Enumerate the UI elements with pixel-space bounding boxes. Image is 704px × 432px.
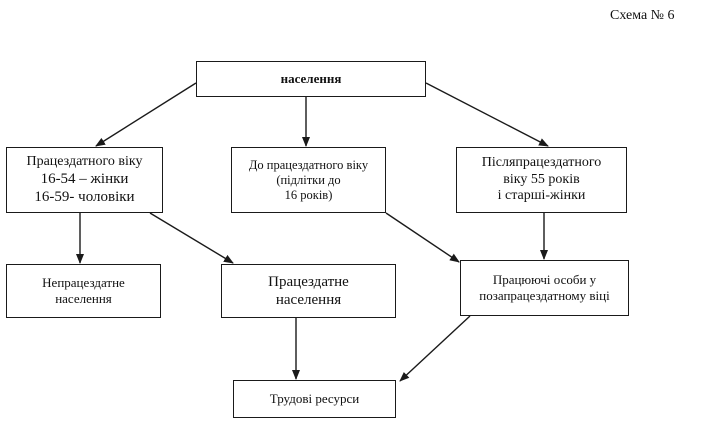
scheme-label: Схема № 6 xyxy=(610,8,675,23)
node-working-older-line-2: позапрацездатному віці xyxy=(479,288,610,303)
node-able-population: Працездатне населення xyxy=(221,264,396,318)
node-labor-resources-line-1: Трудові ресурси xyxy=(269,391,360,407)
node-post-working-age-line-3: і старші-жінки xyxy=(497,188,586,204)
node-working-age-line-3: 16-59- чоловіки xyxy=(34,189,135,206)
node-pre-working-age-line-2: (підлітки до xyxy=(276,172,341,187)
node-population-line-1: населення xyxy=(280,71,342,87)
node-able-population-line-2: населення xyxy=(275,292,342,308)
arrow-pre-to-older xyxy=(385,212,460,263)
node-working-age-line-1: Працездатного віку xyxy=(26,153,143,169)
node-pre-working-age-line-3: 16 років) xyxy=(284,187,333,202)
node-pre-working-age: До працездатного віку (підлітки до 16 ро… xyxy=(231,147,386,213)
node-unable-population-line-2: населення xyxy=(55,291,112,306)
node-population: населення xyxy=(196,61,426,97)
node-working-older: Працюючі особи у позапрацездатному віці xyxy=(460,260,629,316)
node-working-age-line-2: 16-54 – жінки xyxy=(40,171,129,188)
node-post-working-age-line-2: віку 55 років xyxy=(503,171,580,187)
node-able-population-line-1: Працездатне xyxy=(268,274,349,290)
node-pre-working-age-line-1: До працездатного віку xyxy=(248,157,369,172)
node-working-older-line-1: Працюючі особи у xyxy=(492,272,597,288)
arrow-top-to-working xyxy=(95,82,197,147)
arrow-top-to-post xyxy=(425,82,549,147)
node-unable-population: Непрацездатне населення xyxy=(6,264,161,318)
node-labor-resources: Трудові ресурси xyxy=(233,380,396,418)
node-post-working-age: Післяпрацездатного віку 55 років і старш… xyxy=(456,147,627,213)
arrow-working-to-able xyxy=(149,212,234,264)
node-working-age: Працездатного віку 16-54 – жінки 16-59- … xyxy=(6,147,163,213)
node-unable-population-line-1: Непрацездатне xyxy=(42,275,125,291)
arrow-older-to-labor xyxy=(399,315,471,382)
node-post-working-age-line-1: Післяпрацездатного xyxy=(481,154,602,170)
